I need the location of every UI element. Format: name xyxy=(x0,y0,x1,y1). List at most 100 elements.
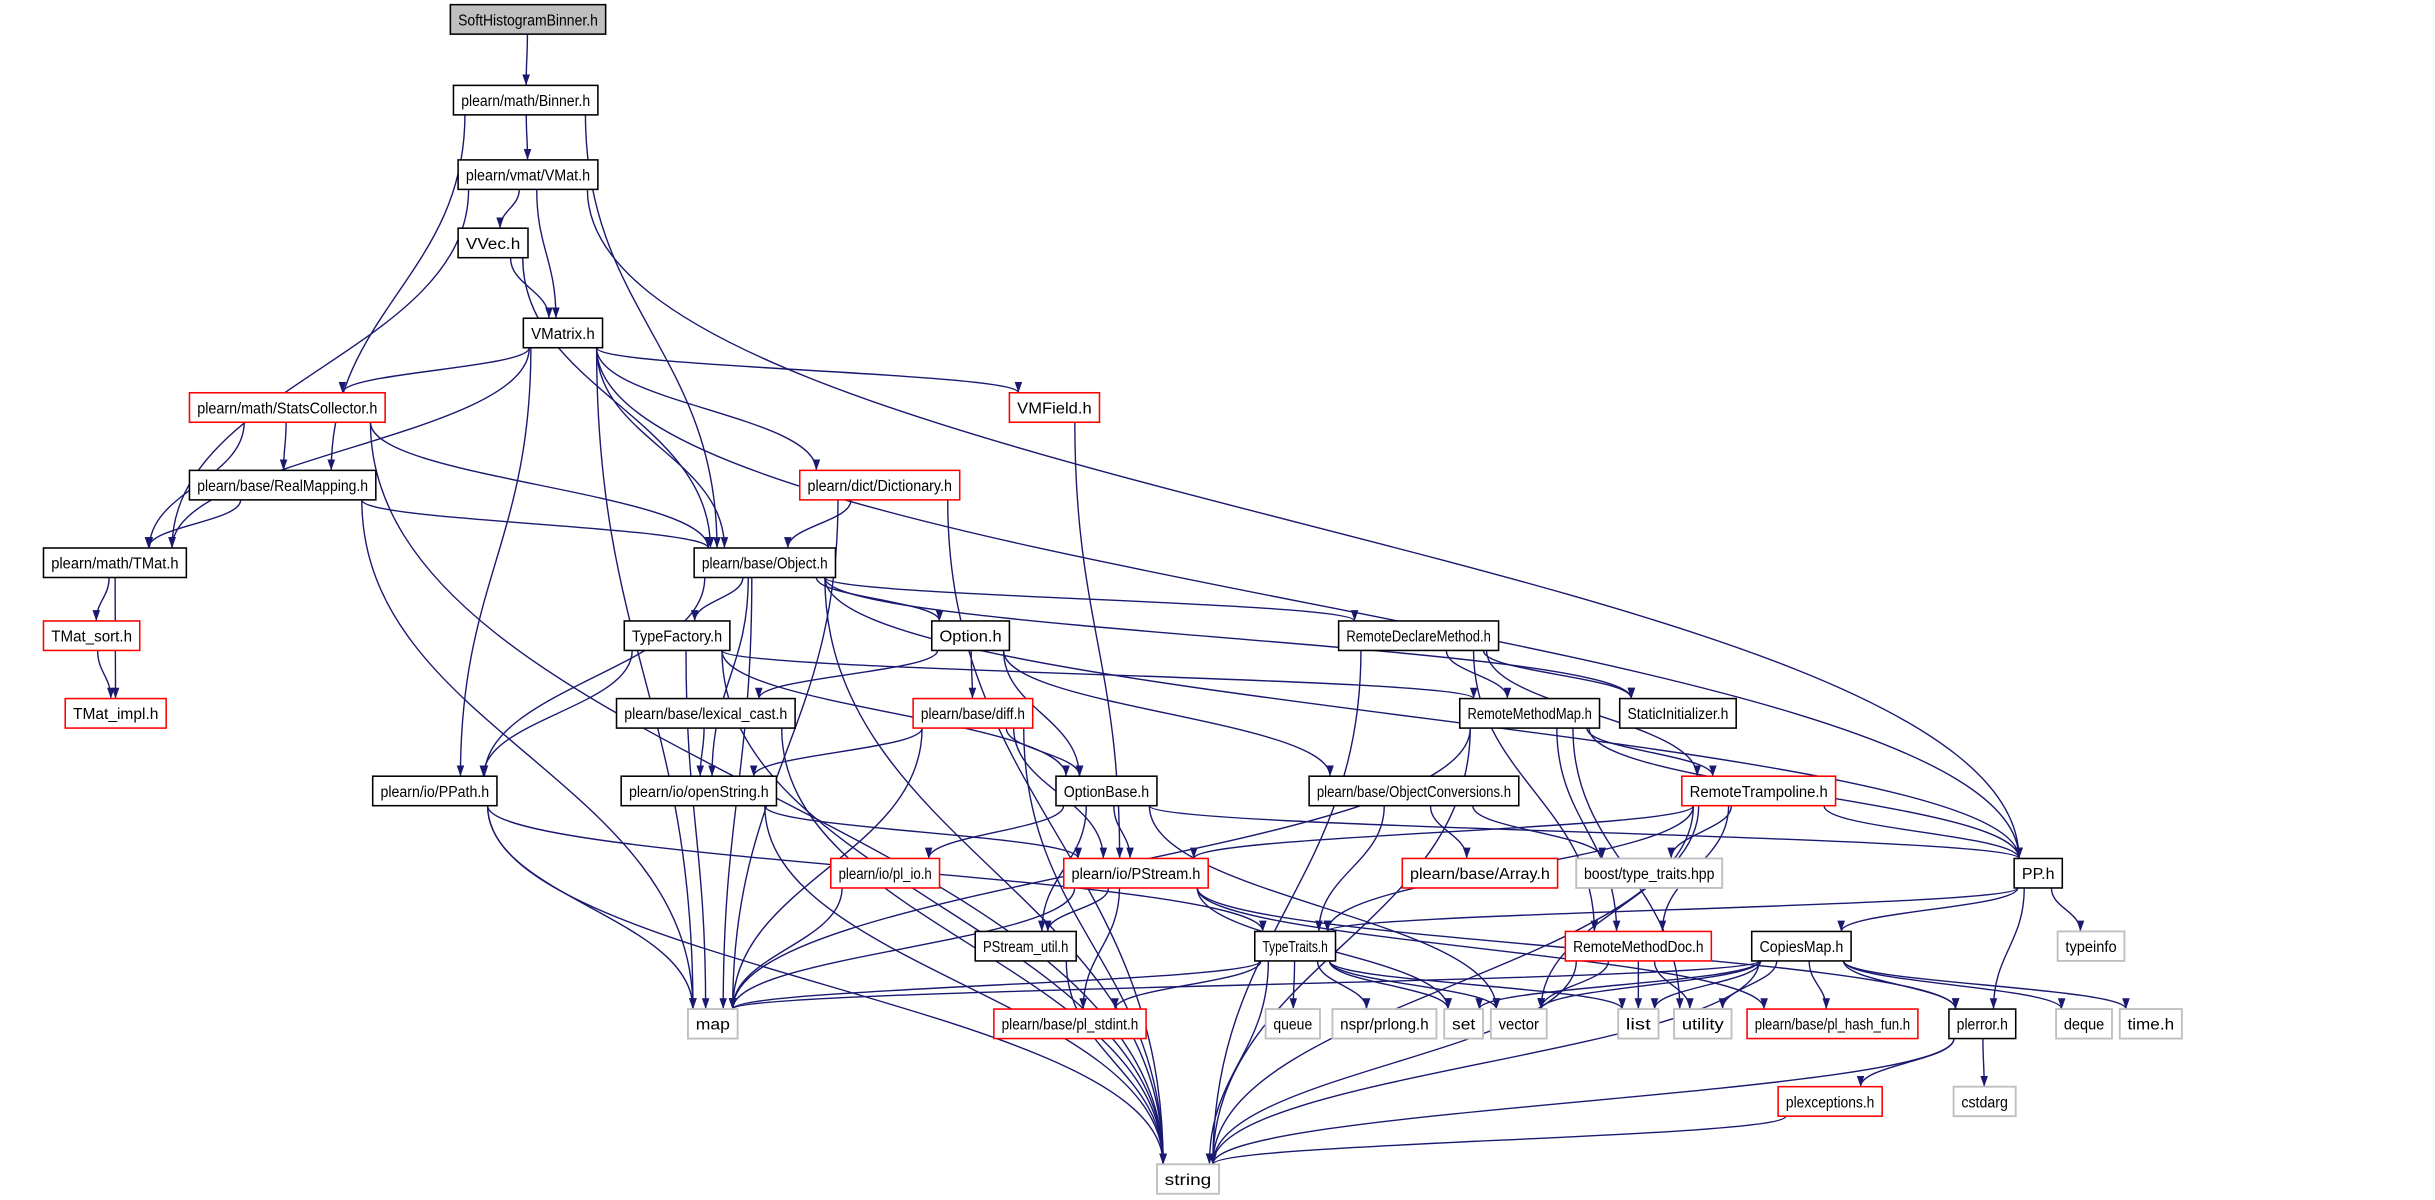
node-vmatrix[interactable]: VMatrix.h xyxy=(522,317,604,349)
node-tmat_sort[interactable]: TMat_sort.h xyxy=(42,620,141,652)
node-box[interactable] xyxy=(457,159,599,191)
node-box[interactable] xyxy=(930,620,1011,652)
node-box[interactable] xyxy=(1618,697,1737,729)
node-box[interactable] xyxy=(42,547,188,579)
node-vmfield[interactable]: VMField.h xyxy=(1008,391,1101,424)
node-list[interactable]: list xyxy=(1617,1008,1660,1040)
node-vector[interactable]: vector xyxy=(1489,1008,1548,1040)
node-binner[interactable]: plearn/math/Binner.h xyxy=(452,84,599,116)
node-pl_hash_fun[interactable]: plearn/base/pl_hash_fun.h xyxy=(1746,1008,1919,1040)
node-box[interactable] xyxy=(1401,857,1559,889)
node-box[interactable] xyxy=(620,775,778,807)
node-box[interactable] xyxy=(457,227,529,259)
node-time_h[interactable]: time.h xyxy=(2118,1008,2183,1040)
node-dictionary[interactable]: plearn/dict/Dictionary.h xyxy=(798,469,961,501)
node-vmat[interactable]: plearn/vmat/VMat.h xyxy=(457,159,599,191)
node-tmat[interactable]: plearn/math/TMat.h xyxy=(42,547,188,579)
node-box[interactable] xyxy=(452,84,599,116)
node-string[interactable]: string xyxy=(1156,1163,1220,1195)
node-pl_stdint[interactable]: plearn/base/pl_stdint.h xyxy=(993,1008,1147,1040)
node-diff[interactable]: plearn/base/diff.h xyxy=(912,697,1034,729)
node-option[interactable]: Option.h xyxy=(930,620,1011,652)
node-statscollector[interactable]: plearn/math/StatsCollector.h xyxy=(188,391,386,424)
node-ppath[interactable]: plearn/io/PPath.h xyxy=(371,775,498,807)
node-box[interactable] xyxy=(1489,1008,1548,1040)
node-box[interactable] xyxy=(188,391,386,424)
node-box[interactable] xyxy=(64,697,167,729)
node-box[interactable] xyxy=(912,697,1034,729)
node-box[interactable] xyxy=(993,1008,1147,1040)
node-box[interactable] xyxy=(188,469,377,501)
node-box[interactable] xyxy=(974,930,1077,962)
node-plexceptions[interactable]: plexceptions.h xyxy=(1777,1085,1883,1117)
node-remotedeclaremethod[interactable]: RemoteDeclareMethod.h xyxy=(1337,620,1500,652)
node-box[interactable] xyxy=(2013,857,2064,889)
node-boost_type_traits[interactable]: boost/type_traits.hpp xyxy=(1575,857,1724,889)
node-staticinitializer[interactable]: StaticInitializer.h xyxy=(1618,697,1737,729)
node-utility[interactable]: utility xyxy=(1673,1008,1733,1040)
node-array[interactable]: plearn/base/Array.h xyxy=(1401,857,1559,889)
node-shb[interactable]: SoftHistogramBinner.h xyxy=(449,3,607,35)
node-box[interactable] xyxy=(1948,1008,2017,1040)
node-box[interactable] xyxy=(2055,1008,2113,1040)
node-box[interactable] xyxy=(830,857,941,889)
node-typeinfo[interactable]: typeinfo xyxy=(2056,930,2126,962)
node-box[interactable] xyxy=(1055,775,1158,807)
node-box[interactable] xyxy=(1777,1085,1883,1117)
node-objectconversions[interactable]: plearn/base/ObjectConversions.h xyxy=(1308,775,1520,807)
node-box[interactable] xyxy=(1564,930,1713,962)
node-box[interactable] xyxy=(1443,1008,1484,1040)
node-cstdarg[interactable]: cstdarg xyxy=(1952,1085,2017,1118)
node-box[interactable] xyxy=(449,3,607,35)
node-pstream[interactable]: plearn/io/PStream.h xyxy=(1062,857,1209,889)
node-box[interactable] xyxy=(693,547,837,579)
node-box[interactable] xyxy=(1617,1008,1660,1040)
node-remotemethodmap[interactable]: RemoteMethodMap.h xyxy=(1458,697,1601,729)
node-box[interactable] xyxy=(1156,1163,1220,1195)
node-box[interactable] xyxy=(1308,775,1520,807)
node-box[interactable] xyxy=(1673,1008,1733,1040)
node-box[interactable] xyxy=(1253,930,1337,962)
node-box[interactable] xyxy=(1746,1008,1919,1040)
node-box[interactable] xyxy=(798,469,961,501)
node-pp[interactable]: PP.h xyxy=(2013,857,2064,889)
node-box[interactable] xyxy=(1331,1008,1438,1040)
node-box[interactable] xyxy=(1337,620,1500,652)
node-copiesmap[interactable]: CopiesMap.h xyxy=(1750,930,1852,962)
node-remotetrampoline[interactable]: RemoteTrampoline.h xyxy=(1681,775,1837,807)
node-box[interactable] xyxy=(1681,775,1837,807)
node-lexical_cast[interactable]: plearn/base/lexical_cast.h xyxy=(615,697,796,729)
node-pl_io[interactable]: plearn/io/pl_io.h xyxy=(830,857,941,889)
node-queue[interactable]: queue xyxy=(1264,1008,1321,1040)
node-box[interactable] xyxy=(1952,1085,2017,1118)
node-box[interactable] xyxy=(1062,857,1209,889)
node-typefactory[interactable]: TypeFactory.h xyxy=(623,620,731,652)
node-box[interactable] xyxy=(1008,391,1101,424)
node-box[interactable] xyxy=(42,620,141,652)
node-box[interactable] xyxy=(687,1008,739,1040)
node-typetraits[interactable]: TypeTraits.h xyxy=(1253,930,1337,962)
node-openstring[interactable]: plearn/io/openString.h xyxy=(620,775,778,807)
node-set[interactable]: set xyxy=(1443,1008,1484,1040)
node-box[interactable] xyxy=(1264,1008,1321,1040)
node-box[interactable] xyxy=(2056,930,2126,962)
node-box[interactable] xyxy=(623,620,731,652)
node-optionbase[interactable]: OptionBase.h xyxy=(1055,775,1158,807)
node-map[interactable]: map xyxy=(687,1008,739,1040)
node-prlong[interactable]: nspr/prlong.h xyxy=(1331,1008,1438,1040)
node-plerror[interactable]: plerror.h xyxy=(1948,1008,2017,1040)
node-box[interactable] xyxy=(615,697,796,729)
node-box[interactable] xyxy=(1575,857,1724,889)
node-object[interactable]: plearn/base/Object.h xyxy=(693,547,837,579)
node-box[interactable] xyxy=(1458,697,1601,729)
node-deque[interactable]: deque xyxy=(2055,1008,2113,1040)
node-vvec[interactable]: VVec.h xyxy=(457,227,529,259)
node-remotemethoddoc[interactable]: RemoteMethodDoc.h xyxy=(1564,930,1713,962)
node-pstream_util[interactable]: PStream_util.h xyxy=(974,930,1077,962)
node-box[interactable] xyxy=(1750,930,1852,962)
node-realmapping[interactable]: plearn/base/RealMapping.h xyxy=(188,469,377,501)
node-box[interactable] xyxy=(2118,1008,2183,1040)
node-box[interactable] xyxy=(371,775,498,807)
node-box[interactable] xyxy=(522,317,604,349)
node-tmat_impl[interactable]: TMat_impl.h xyxy=(64,697,167,729)
